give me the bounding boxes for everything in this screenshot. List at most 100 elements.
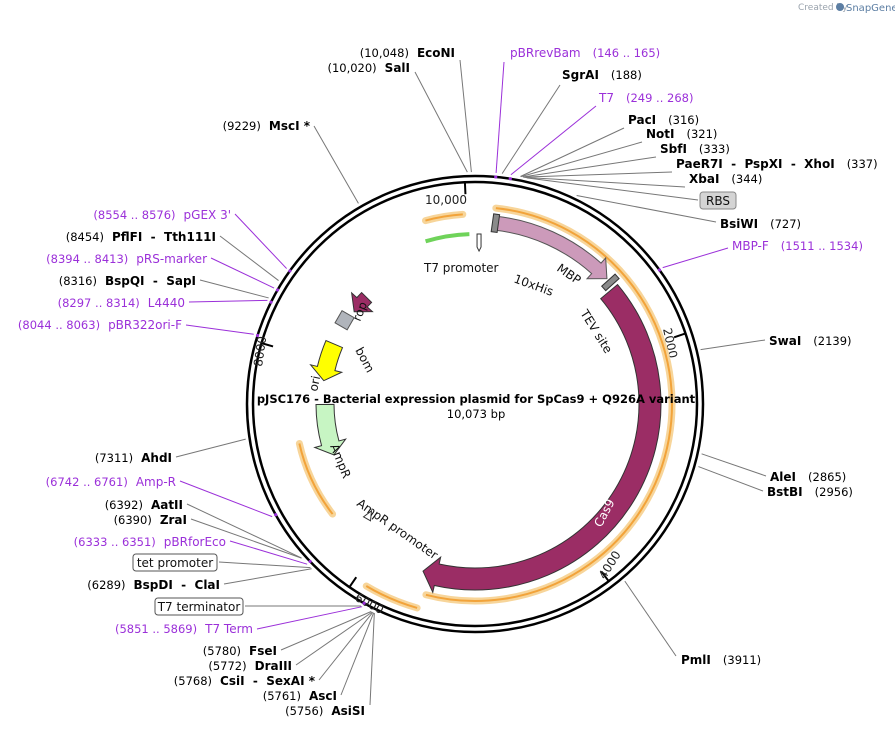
t7-terminator-label[interactable]: T7 terminator	[154, 597, 244, 616]
enzyme-noti[interactable]: NotI(321)	[646, 127, 717, 141]
primer-amp-r[interactable]: (6742 .. 6761)Amp-R	[46, 475, 176, 489]
feature-label-t7-promoter[interactable]: T7 promoter	[423, 261, 499, 275]
feature-label-ampr-promoter[interactable]: AmpR promoter	[354, 496, 440, 562]
primer-mbp-f[interactable]: MBP-F(1511 .. 1534)	[732, 239, 863, 253]
leader-line-primer-pbrrevbam	[495, 61, 505, 173]
enzyme-sbfi[interactable]: SbfI(333)	[660, 142, 730, 156]
enzyme-sgrai[interactable]: SgrAI(188)	[562, 68, 642, 82]
tick-mark	[261, 342, 274, 348]
primer-site-mark	[288, 269, 292, 273]
enzyme-bspqi-sapi[interactable]: (8316)BspQI - SapI	[59, 274, 196, 288]
primer-pbrforeco[interactable]: (6333 .. 6351)pBRforEco	[74, 535, 226, 549]
credit-brand: SnapGene	[846, 3, 895, 14]
leader-line-primer-amp-r	[179, 480, 273, 518]
enzyme-swai[interactable]: SwaI(2139)	[769, 334, 852, 348]
primer-site-mark	[255, 333, 260, 338]
enzyme-xbai[interactable]: XbaI(344)	[689, 172, 762, 186]
leader-line-enzyme-pmli	[624, 580, 677, 657]
leader-line-enzyme-bsiwi	[576, 194, 717, 223]
backbone-inner-circle	[251, 180, 699, 628]
enzyme-bspdi-clai[interactable]: (6289)BspDI - ClaI	[87, 578, 220, 592]
primer-pgex-3[interactable]: (8554 .. 8576)pGEX 3'	[93, 208, 231, 222]
snapgene-credit: Created by SnapGene	[798, 3, 895, 14]
leader-line-enzyme-xbai	[524, 176, 686, 188]
leader-line-primer-prs-marker	[210, 257, 275, 289]
feature-arrows	[309, 213, 662, 594]
feature-label-tev-site[interactable]: TEV site	[577, 306, 615, 355]
primer-pbr322ori-f[interactable]: (8044 .. 8063)pBR322ori-F	[18, 318, 182, 332]
enzyme-csii-sexai[interactable]: (5768)CsiI - SexAI *	[174, 674, 316, 688]
primer-pbrrevbam[interactable]: pBRrevBam(146 .. 165)	[510, 46, 660, 60]
feature-label-10xhis[interactable]: 10xHis	[512, 272, 555, 299]
primer-t7-term[interactable]: (5851 .. 5869)T7 Term	[115, 622, 253, 636]
enzyme-econi[interactable]: (10,048)EcoNI	[360, 46, 455, 60]
boxed-feature-labels: RBS tet promoter T7 terminator	[132, 191, 737, 616]
enzyme-sali[interactable]: (10,020)SalI	[327, 61, 410, 75]
leader-line-enzyme-alei	[701, 453, 767, 477]
rbs-label[interactable]: RBS	[699, 191, 737, 210]
feature-label-ampr[interactable]: AmpR	[327, 442, 353, 480]
feature-label-bom[interactable]: bom	[352, 345, 377, 375]
tet-promoter-label-text: tet promoter	[137, 556, 213, 570]
leader-line-enzyme-noti	[521, 141, 643, 178]
enzyme-labels: (10,048)EcoNI (10,020)SalI SgrAI(188) Pa…	[59, 46, 878, 718]
enzyme-asisi[interactable]: (5756)AsiSI	[285, 704, 365, 718]
leader-line-primer-t7	[510, 105, 597, 176]
plasmid-length: 10,073 bp	[447, 407, 506, 421]
enzyme-paci[interactable]: PacI(316)	[628, 113, 699, 127]
leader-lines	[175, 59, 767, 706]
enzyme-pmli[interactable]: PmlI(3911)	[681, 653, 761, 667]
enzyme-pflfi-tth111i[interactable]: (8454)PflFI - Tth111I	[66, 230, 216, 244]
primer-prs-marker[interactable]: (8394 .. 8413)pRS-marker	[46, 252, 207, 266]
primer-site-mark	[494, 175, 498, 179]
leader-line-enzyme-fsei	[280, 611, 372, 651]
ampr-arrow	[313, 403, 347, 456]
feature-label-rop[interactable]: rop	[350, 300, 370, 323]
credit-prefix: Created by	[798, 3, 848, 13]
enzyme-asci[interactable]: (5761)AscI	[263, 689, 337, 703]
rbs-label-box	[699, 191, 737, 210]
primer-l4440[interactable]: (8297 .. 8314)L4440	[58, 296, 185, 310]
leader-line-enzyme-bspqi	[199, 279, 269, 299]
leader-line-enzyme-bstbi	[698, 466, 764, 492]
t7-terminator-label-text: T7 terminator	[157, 600, 241, 614]
tick-label: 8000	[251, 335, 269, 367]
feature-label-ori[interactable]: ori	[306, 374, 323, 392]
leader-line-enzyme-sgrai	[501, 84, 561, 174]
leader-line-enzyme-paci	[520, 127, 625, 177]
plasmid-title-block: pJSC176 - Bacterial expression plasmid f…	[257, 392, 696, 421]
leader-line-enzyme-msci	[313, 125, 359, 204]
leader-line-primer-t7-term	[256, 606, 363, 630]
enzyme-msci[interactable]: (9229)MscI *	[223, 119, 311, 133]
leader-line-tet-promoter	[218, 561, 311, 569]
enzyme-bstbi[interactable]: BstBI(2956)	[767, 485, 853, 499]
tet-promoter-label[interactable]: tet promoter	[132, 553, 218, 572]
primer-site-mark	[274, 513, 278, 517]
enzyme-draiii[interactable]: (5772)DraIII	[208, 659, 292, 673]
leader-line-enzyme-ahdi	[175, 438, 246, 458]
enzyme-alei[interactable]: AleI(2865)	[770, 470, 846, 484]
t7-terminator-label-box	[154, 597, 244, 616]
enzyme-fsei[interactable]: (5780)FseI	[203, 644, 277, 658]
enzyme-ahdi[interactable]: (7311)AhdI	[95, 451, 172, 465]
primer-site-mark	[308, 559, 312, 564]
leader-line-primer-pbrforeco	[229, 540, 308, 565]
backbone-outer-circle	[245, 174, 705, 634]
leader-line-enzyme-asisi	[369, 613, 375, 706]
feature-label-mbp[interactable]: MBP	[554, 261, 583, 287]
enzyme-aatii[interactable]: (6392)AatII	[105, 498, 183, 512]
primer-t7[interactable]: T7(249 .. 268)	[598, 91, 693, 105]
tick-label: 10,000	[425, 193, 467, 207]
enzyme-paer7i-pspxi-xhoi[interactable]: PaeR7I - PspXI - XhoI(337)	[676, 157, 878, 171]
enzyme-zrai[interactable]: (6390)ZraI	[114, 513, 187, 527]
leader-line-enzyme-bspdi	[223, 568, 312, 585]
tick-mark	[673, 332, 686, 339]
leader-line-primer-l4440	[188, 299, 268, 303]
enzyme-bsiwi[interactable]: BsiWI(727)	[720, 217, 801, 231]
orf-highlight-line	[298, 443, 334, 515]
t7-promoter-arrow	[476, 233, 482, 253]
tick-mark	[463, 182, 467, 195]
